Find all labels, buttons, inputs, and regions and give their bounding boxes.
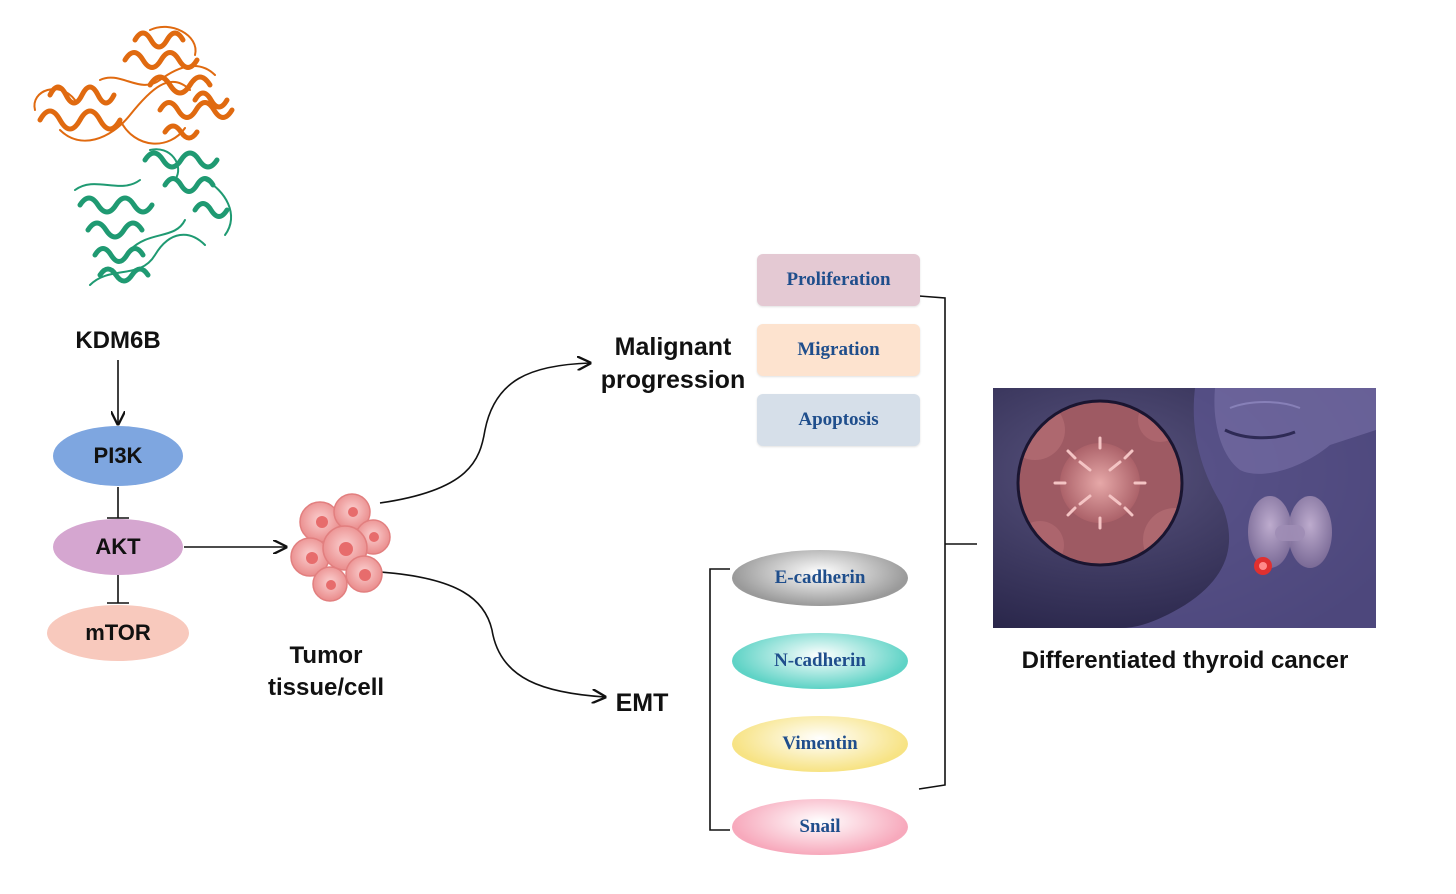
apoptosis-box[interactable]: Apoptosis [757, 394, 920, 446]
snail-pill[interactable]: Snail [732, 799, 908, 855]
akt-label: AKT [95, 534, 141, 559]
n-cadherin-pill[interactable]: N-cadherin [732, 633, 908, 689]
pi3k-node[interactable]: PI3K [53, 426, 183, 486]
differentiated-thyroid-cancer-label: Differentiated thyroid cancer [1021, 647, 1349, 674]
malignant-line1: Malignant [614, 333, 732, 361]
thyroid-cancer-image [993, 388, 1376, 628]
tumor-label: Tumor tissue/cell [236, 640, 416, 704]
tumor-to-malignant-arrow [379, 363, 590, 504]
emt-bracket [709, 568, 730, 831]
emt-label: EMT [615, 689, 669, 717]
malignant-bracket [918, 295, 946, 790]
proliferation-box[interactable]: Proliferation [757, 254, 920, 306]
proliferation-label: Proliferation [786, 269, 891, 290]
apoptosis-label: Apoptosis [798, 409, 879, 430]
tumor-to-emt-arrow [379, 571, 605, 697]
akt-node[interactable]: AKT [53, 519, 183, 575]
tumor-label-line2: tissue/cell [267, 674, 385, 701]
protein-structure-icon [33, 25, 235, 286]
migration-box[interactable]: Migration [757, 324, 920, 376]
malignant-progression-label: Malignant progression [588, 331, 758, 397]
migration-label: Migration [797, 339, 880, 360]
e-cadherin-label: E-cadherin [774, 567, 866, 588]
vimentin-label: Vimentin [782, 733, 858, 754]
mtor-node[interactable]: mTOR [47, 605, 189, 661]
malignant-line2: progression [600, 366, 746, 394]
n-cadherin-label: N-cadherin [774, 650, 866, 671]
pathway-connectors [107, 295, 977, 831]
e-cadherin-pill[interactable]: E-cadherin [732, 550, 908, 606]
vimentin-pill[interactable]: Vimentin [732, 716, 908, 772]
snail-label: Snail [799, 816, 841, 837]
tumor-label-line1: Tumor [289, 642, 363, 669]
kdm6b-label: KDM6B [75, 327, 161, 354]
mtor-label: mTOR [85, 620, 151, 645]
pi3k-label: PI3K [93, 443, 143, 468]
tumor-cell-icon [290, 493, 391, 602]
